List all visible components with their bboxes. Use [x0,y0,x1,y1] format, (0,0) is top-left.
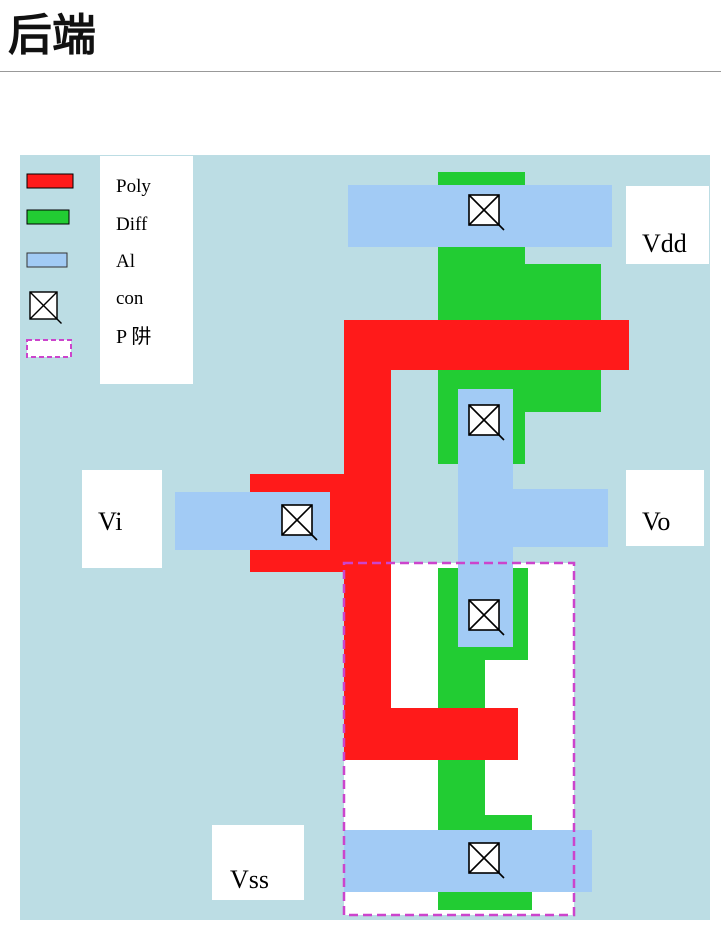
al-output-horizontal [458,489,608,547]
legend-label-poly: Poly [116,176,151,197]
legend-swatch-poly [26,173,74,189]
poly-bottom-bar [344,708,518,760]
terminal-vdd-label: Vdd [642,229,687,258]
al-vss-rail [344,830,592,892]
terminal-vi: Vi [82,470,162,568]
terminal-vss: Vss [212,825,304,900]
terminal-vdd: Vdd [626,186,709,264]
legend-label-pwell: P 阱 [116,325,151,348]
contact-icon [468,194,505,231]
legend: Poly Diff Al con P 阱 [26,156,193,384]
legend-label-diff: Diff [116,214,148,235]
contact-icon [468,599,505,636]
legend-swatch-diff [26,209,70,225]
legend-swatch-pwell [26,339,72,358]
page-title: 后端 [8,10,96,61]
terminal-vi-label: Vi [98,507,122,536]
poly-layer [250,320,629,760]
p-well-border [342,561,576,917]
legend-swatch-al [26,252,68,268]
contact-icon [468,842,505,879]
legend-label-box [100,156,193,384]
legend-contact-icon [29,291,63,325]
contact-icon [468,404,505,441]
title-divider [0,71,721,72]
terminal-vo: Vo [626,470,704,546]
legend-label-con: con [116,288,144,309]
contact-icon [281,504,318,541]
poly-top-bar [344,320,629,370]
legend-label-al: Al [116,251,135,272]
terminal-vo-label: Vo [642,507,670,536]
terminal-vss-label: Vss [230,865,269,894]
